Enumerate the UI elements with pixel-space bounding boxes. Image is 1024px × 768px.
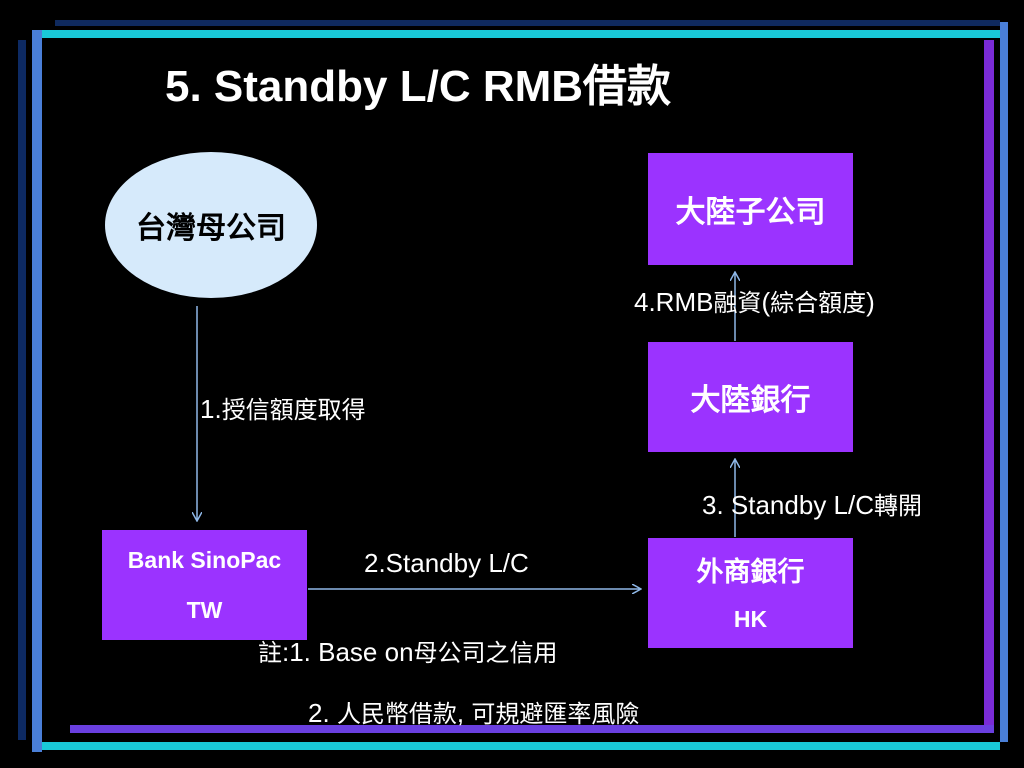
step4-paren-text: 綜合額度 [770, 289, 867, 317]
subsidiary-node: 大陸子公司 [648, 153, 853, 265]
sinopac-node: Bank SinoPac TW [102, 530, 307, 640]
step1-label: 1.授信額度取得 [200, 390, 366, 425]
note1-number: :1. Base on [282, 637, 414, 667]
step4-paren-close: ) [866, 287, 875, 317]
foreign-bank-label-line1: 外商銀行 [696, 557, 805, 588]
note2-text: 人民幣借款 [336, 700, 457, 728]
step4-number: 4.RMB [634, 287, 714, 317]
note2-number: 2. [308, 698, 330, 728]
note1-text: 母公司之信用 [413, 639, 558, 667]
step1-number: 1. [200, 394, 222, 424]
frame-right-blue [1000, 22, 1008, 742]
step1-text: 授信額度取得 [221, 396, 366, 424]
subsidiary-label: 大陸子公司 [675, 195, 826, 230]
sinopac-label-line2: TW [186, 597, 223, 623]
step3-text: 轉開 [874, 492, 922, 520]
sinopac-label-line1: Bank SinoPac [127, 547, 282, 573]
note2-text2: 可規避匯率風險 [471, 700, 640, 728]
step4-paren-open: ( [761, 287, 771, 317]
parent-company-node: 台灣母公司 [105, 152, 317, 298]
frame-top-cyan [32, 30, 1000, 38]
step3-label: 3. Standby L/C轉開 [702, 486, 922, 521]
frame-left-blue [32, 30, 42, 752]
step4-text: 融資 [713, 289, 762, 317]
frame-bottom-purple [70, 725, 994, 733]
step4-label: 4.RMB融資(綜合額度) [634, 283, 875, 318]
frame-left-dark [18, 40, 26, 740]
page-title: 5. Standby L/C RMB借款 [165, 62, 672, 111]
mainland-bank-label: 大陸銀行 [690, 383, 811, 418]
frame-right-purple [984, 40, 994, 730]
note1: 註:1. Base on母公司之信用 [258, 633, 558, 668]
frame-top-dark [55, 20, 1000, 26]
parent-company-label: 台灣母公司 [136, 211, 286, 246]
step3-number: 3. Standby L/C [702, 490, 874, 520]
mainland-bank-node: 大陸銀行 [648, 342, 853, 452]
note2-comma: , [456, 698, 465, 728]
note1-prefix: 註 [258, 639, 282, 667]
frame-bottom-cyan [42, 742, 1000, 750]
foreign-bank-label-line2: HK [733, 606, 768, 632]
step2-label: 2.Standby L/C [364, 548, 529, 578]
note2: 2. 人民幣借款, 可規避匯率風險 [308, 694, 639, 729]
foreign-bank-node: 外商銀行 HK [648, 538, 853, 648]
